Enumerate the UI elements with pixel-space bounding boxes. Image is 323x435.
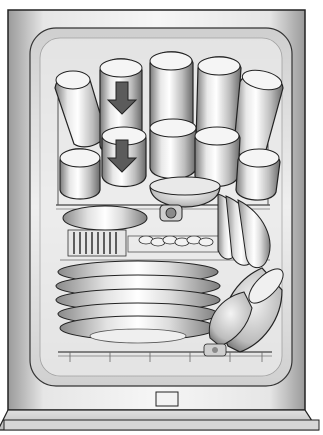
plates-stack (56, 261, 220, 343)
cup-5 (236, 149, 280, 200)
door-latch (156, 392, 178, 406)
cup-3 (150, 119, 196, 179)
spray-arm (160, 205, 182, 221)
lower-spray-arm (204, 344, 226, 356)
cup-1 (60, 149, 100, 199)
plate-upper-left (63, 206, 147, 230)
